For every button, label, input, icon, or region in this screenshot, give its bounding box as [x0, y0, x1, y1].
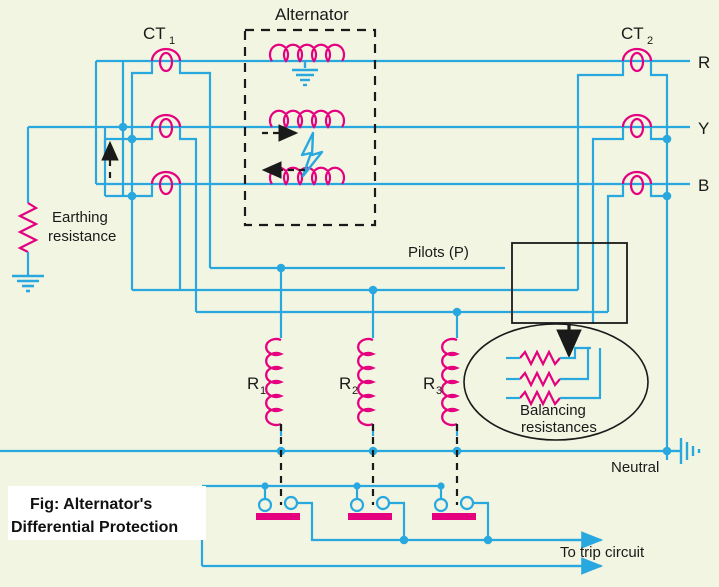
pilots-label: Pilots (P) — [408, 244, 469, 261]
ct1-core-b — [150, 170, 182, 196]
relay-mechanical-linkages — [279, 424, 459, 505]
balancing-label-line1: Balancing — [520, 402, 586, 419]
relay1-label-sub: 1 — [260, 385, 266, 397]
balancing-label-line2: resistances — [521, 419, 597, 436]
trip-circuit-arrows — [560, 531, 604, 575]
balancing-resistor-3 — [519, 389, 561, 407]
pilot-junction-dots — [276, 263, 462, 317]
trip-contact-2-terminal-left — [349, 497, 365, 513]
relay-coil-r2 — [357, 337, 376, 427]
balancing-resistor-1 — [519, 349, 561, 367]
ct2-secondary-wiring — [576, 61, 669, 460]
balancing-resistor-zigzags — [519, 349, 561, 407]
ct2-b-left-lead — [606, 184, 625, 312]
ct1-r-left-lead — [130, 61, 154, 290]
relay-coil-r3 — [441, 337, 460, 427]
ct2-label-sub: 2 — [647, 35, 653, 47]
phase-label-r: R — [698, 53, 710, 72]
relay3-label: R — [423, 374, 435, 393]
balancing-lead-out-1 — [560, 346, 591, 360]
junction-dot-pilot2 — [368, 285, 378, 295]
trip-contact2-out — [389, 501, 406, 540]
ct2-b-right-lead — [649, 184, 667, 198]
internal-fault-lightning-icon — [300, 131, 324, 178]
fault-direction-arrows — [261, 124, 305, 179]
ct1-r-right-lead — [178, 61, 212, 268]
relay-coils — [265, 337, 460, 427]
trip-circuit-label: To trip circuit — [560, 544, 645, 561]
relay2-label-sub: 2 — [352, 385, 358, 397]
ct2-r-right-lead — [649, 61, 669, 460]
balancing-lead-out-2 — [560, 348, 590, 381]
ct2-core-y — [621, 113, 653, 139]
relay-coil-r1 — [265, 337, 284, 427]
phase-label-y: Y — [698, 119, 709, 138]
ct1-core-y — [150, 113, 182, 139]
ct2-core-b — [621, 170, 653, 196]
caption-line-2: Differential Protection — [11, 519, 178, 536]
relay-drop-lines — [279, 268, 459, 338]
neutral-label: Neutral — [611, 459, 659, 476]
left-phase-risers — [26, 61, 98, 196]
earthing-resistance-symbol — [12, 196, 44, 293]
alternator-star-ground — [292, 62, 318, 87]
pilot-wires — [132, 266, 608, 314]
junction-dot-pilot3 — [452, 307, 462, 317]
junction-dot-ct2-y — [662, 134, 672, 144]
alternator-boundary-box — [243, 28, 377, 227]
balancing-resistor-leads — [506, 346, 602, 400]
earthing-resistance-label-line1: Earthing — [52, 209, 108, 226]
earthing-resistance-label-line2: resistance — [48, 228, 116, 245]
alternator-winding-r — [268, 43, 346, 63]
junction-dot-ct1-y — [127, 134, 137, 144]
balancing-lead-out-3 — [560, 348, 602, 400]
balancing-callout-source-box — [511, 242, 628, 324]
ct2-y-right-lead — [649, 127, 667, 141]
ct2-junction-dots — [662, 134, 672, 201]
junction-dot-ct1-b — [127, 191, 137, 201]
trip-contact-2-bar — [348, 513, 392, 520]
neutral-ground-symbol — [667, 438, 701, 464]
relay3-label-sub: 3 — [436, 385, 442, 397]
ct2-group — [621, 47, 653, 196]
caption-line-1: Fig: Alternator's — [30, 496, 152, 513]
junction-dot-trip-3 — [483, 535, 493, 545]
ct1-y-right-lead — [178, 127, 198, 312]
trip-contact-3-terminal-left — [433, 497, 449, 513]
junction-dot-pilot1 — [276, 263, 286, 273]
trip-contact-1-bar — [256, 513, 300, 520]
relay1-label: R — [247, 374, 259, 393]
trip-contact-1-terminal-left — [257, 497, 273, 513]
caption-box — [8, 486, 206, 540]
trip-contact3-out — [473, 501, 490, 540]
ct1-label-sub: 1 — [169, 35, 175, 47]
ct2-core-r — [621, 47, 653, 73]
alternator-label: Alternator — [275, 5, 349, 24]
ct2-y-left-lead — [591, 127, 625, 324]
ct1-label: CT — [143, 24, 166, 43]
alternator-winding-y — [268, 109, 346, 129]
earthing-resistor-zigzag — [17, 202, 39, 253]
balancing-resistor-2 — [519, 370, 561, 388]
junction-dot-trip-2 — [399, 535, 409, 545]
phase-label-b: B — [698, 176, 709, 195]
ground-symbol-earthing — [12, 274, 44, 293]
trip-contact1-out — [297, 501, 601, 542]
ct2-label: CT — [621, 24, 644, 43]
trip-circuit-dots — [399, 535, 493, 545]
balancing-resistances-detail — [506, 346, 602, 407]
relay2-label: R — [339, 374, 351, 393]
trip-contact-3-bar — [432, 513, 476, 520]
ct2-r-left-lead — [576, 61, 625, 290]
junction-dot-ct2-b — [662, 191, 672, 201]
ct1-group — [150, 47, 182, 196]
balancing-callout-oval — [463, 323, 649, 441]
ct1-b-left-stub — [105, 184, 154, 198]
ct1-core-r — [150, 47, 182, 73]
